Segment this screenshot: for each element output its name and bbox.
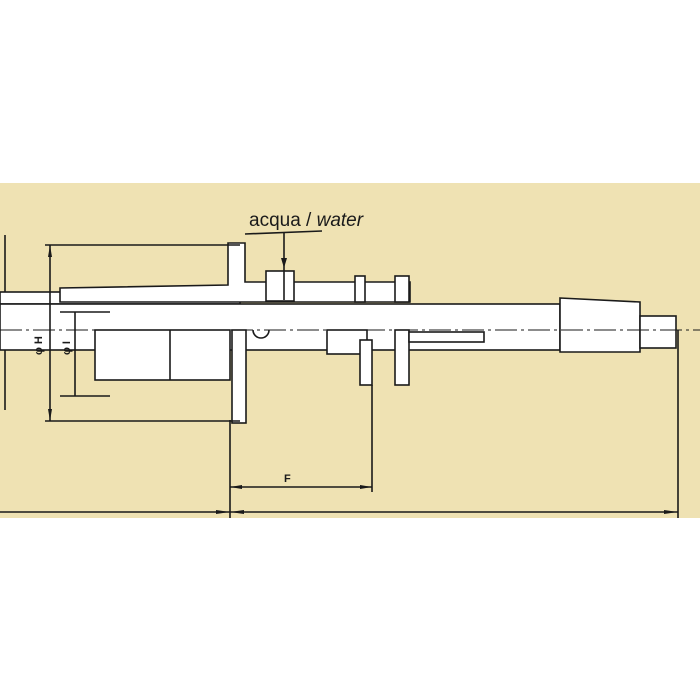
- dimension-f-label: F: [284, 473, 291, 485]
- bearing-housing: [94, 329, 231, 381]
- water-inlet-fitting: [265, 270, 295, 302]
- stuffing-box: [59, 242, 411, 303]
- shaft-taper: [559, 297, 641, 353]
- dimension-h-label: φ H: [33, 336, 45, 355]
- key-detail: [252, 329, 270, 339]
- water-label: acqua / water: [249, 210, 364, 231]
- dimension-i-label: φ I: [61, 341, 73, 355]
- mounting-flange: [231, 329, 247, 424]
- main-shaft: [0, 303, 561, 351]
- coupling-plate: [394, 329, 410, 386]
- shaft-end-stub: [639, 315, 677, 349]
